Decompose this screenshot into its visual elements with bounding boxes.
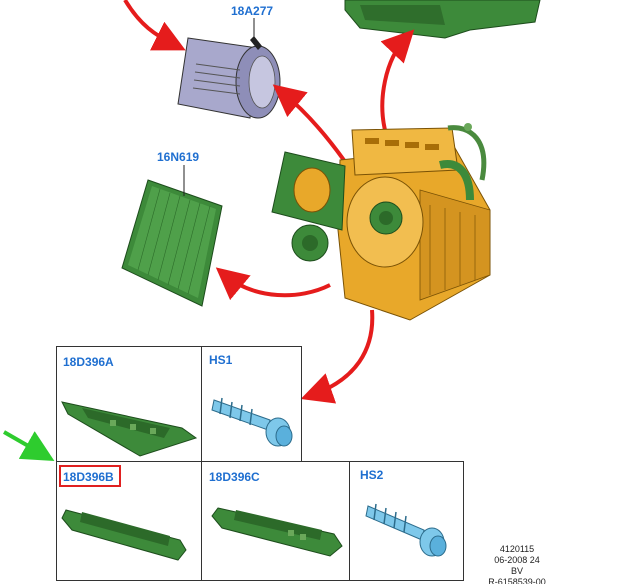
cover-c-part [211, 507, 343, 557]
label-screw-hs2[interactable]: HS2 [360, 468, 384, 482]
reference-id: R-6158539-00 [488, 577, 546, 584]
selected-part-highlight [59, 465, 121, 487]
screw-hs2-part [365, 503, 447, 557]
green-pointer-arrow [3, 430, 55, 461]
arrow-to-blower-motor [123, 0, 186, 51]
label-cover-c[interactable]: 18D396C [209, 470, 260, 484]
heater-assembly [271, 123, 491, 321]
reference-date: 06-2008 24 [494, 555, 540, 565]
upper-housing-part [344, 0, 541, 39]
reference-suffix: BV [510, 566, 523, 576]
label-screw-hs1[interactable]: HS1 [209, 353, 233, 367]
arrow-heater-to-grid [300, 309, 375, 404]
screw-hs1-part [211, 397, 293, 447]
label-cabin-filter[interactable]: 16N619 [157, 150, 200, 164]
cover-b-part [61, 509, 187, 561]
cover-a-part [61, 401, 198, 457]
cabin-filter-part [121, 179, 223, 307]
blower-motor-part [177, 36, 281, 119]
label-cover-b[interactable]: 18D396B [63, 470, 114, 484]
label-blower-motor[interactable]: 18A277 [231, 4, 274, 18]
grid-cell-screw-hs2 [349, 461, 464, 581]
reference-code: 4120115 [499, 544, 535, 554]
arrow-to-upper-housing [380, 29, 415, 131]
arrow-heater-to-filter [215, 267, 331, 301]
label-cover-a[interactable]: 18D396A [63, 355, 114, 369]
